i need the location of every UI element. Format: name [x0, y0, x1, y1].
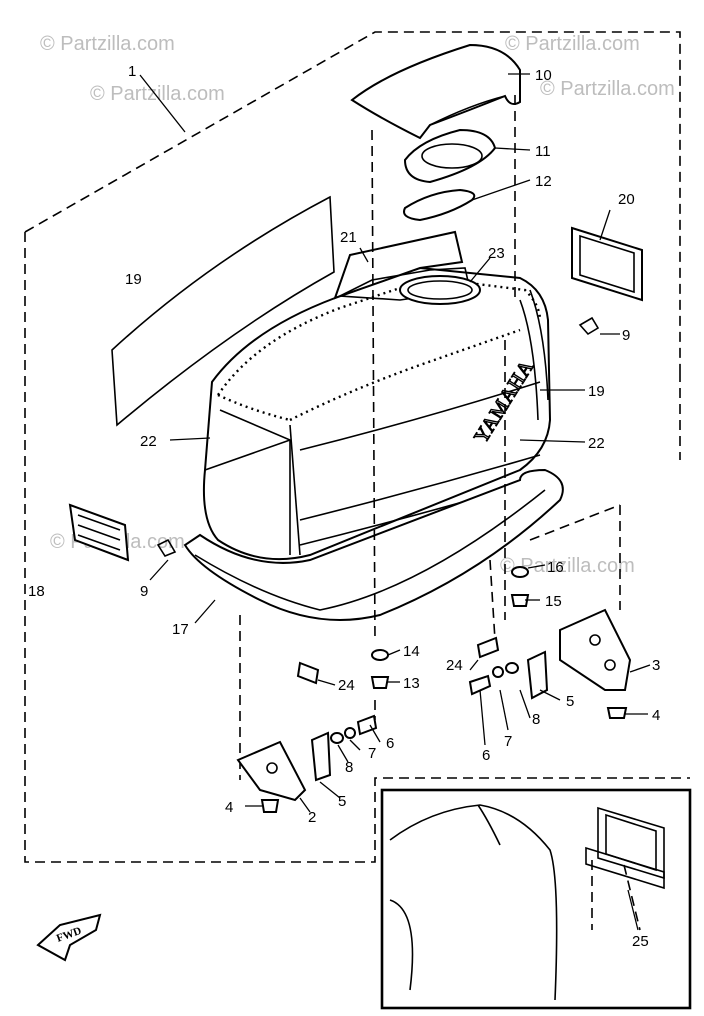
watermark-top-right-2: © Partzilla.com	[540, 78, 675, 100]
callout-22-right: 22	[588, 435, 605, 452]
callout-16: 16	[547, 559, 564, 576]
callout-9-left: 9	[140, 583, 148, 600]
callout-24-left: 24	[338, 677, 355, 694]
side-decal-left	[111, 195, 335, 427]
callout-20: 20	[618, 191, 635, 208]
screw-9-left	[156, 538, 177, 557]
cowl-grommet-left	[68, 503, 130, 562]
bracket-left	[236, 714, 378, 813]
callout-6-left: 6	[386, 735, 394, 752]
watermark-top-right: © Partzilla.com	[505, 33, 640, 55]
top-cover	[350, 43, 521, 140]
callout-6-right: 6	[482, 747, 490, 764]
callout-22-left: 22	[140, 433, 157, 450]
callout-18: 18	[28, 583, 45, 600]
ref-lines	[239, 95, 621, 780]
callout-23: 23	[488, 245, 505, 262]
watermark-top-left-2: © Partzilla.com	[90, 83, 225, 105]
name-plate	[571, 226, 643, 302]
inset-plate	[585, 806, 665, 931]
callout-15: 15	[545, 593, 562, 610]
callout-8-right: 8	[532, 711, 540, 728]
watermark-top-left: © Partzilla.com	[40, 33, 175, 55]
screw-9-right	[578, 316, 600, 336]
callout-5-right: 5	[566, 693, 574, 710]
callout-9-right: 9	[622, 327, 630, 344]
callout-3: 3	[652, 657, 660, 674]
inset-cowl	[389, 804, 558, 1001]
callout-1: 1	[128, 63, 136, 80]
callout-4-right: 4	[652, 707, 660, 724]
bracket-right	[468, 608, 632, 719]
callout-24-right: 24	[446, 657, 463, 674]
callout-13: 13	[403, 675, 420, 692]
inset-box	[380, 788, 692, 1010]
callout-1-leader	[139, 74, 186, 133]
assembly-boundary	[24, 31, 690, 863]
callout-14: 14	[403, 643, 420, 660]
callout-12: 12	[535, 173, 552, 190]
hardware-center	[296, 566, 530, 689]
callout-17: 17	[172, 621, 189, 638]
leader-lines	[149, 73, 651, 931]
callout-19-right: 19	[588, 383, 605, 400]
watermark-mid-right: © Partzilla.com	[500, 555, 635, 577]
fwd-arrow: FWD	[36, 913, 102, 962]
callout-25: 25	[632, 933, 649, 950]
seal-ring	[403, 188, 476, 222]
callout-8-left: 8	[345, 759, 353, 776]
callout-11: 11	[535, 143, 551, 160]
cowl-body: YAMAHA	[183, 230, 564, 621]
callout-21: 21	[340, 229, 357, 246]
callout-2: 2	[308, 809, 316, 826]
callout-5-left: 5	[338, 793, 346, 810]
callout-4-left: 4	[225, 799, 233, 816]
callout-19-left: 19	[125, 271, 142, 288]
callout-labels: 1 10 11 12 20 21 23 19 9 19 22 22 9 18 1…	[28, 63, 660, 950]
callout-10: 10	[535, 67, 552, 84]
callout-7-right: 7	[504, 733, 512, 750]
callout-7-left: 7	[368, 745, 376, 762]
